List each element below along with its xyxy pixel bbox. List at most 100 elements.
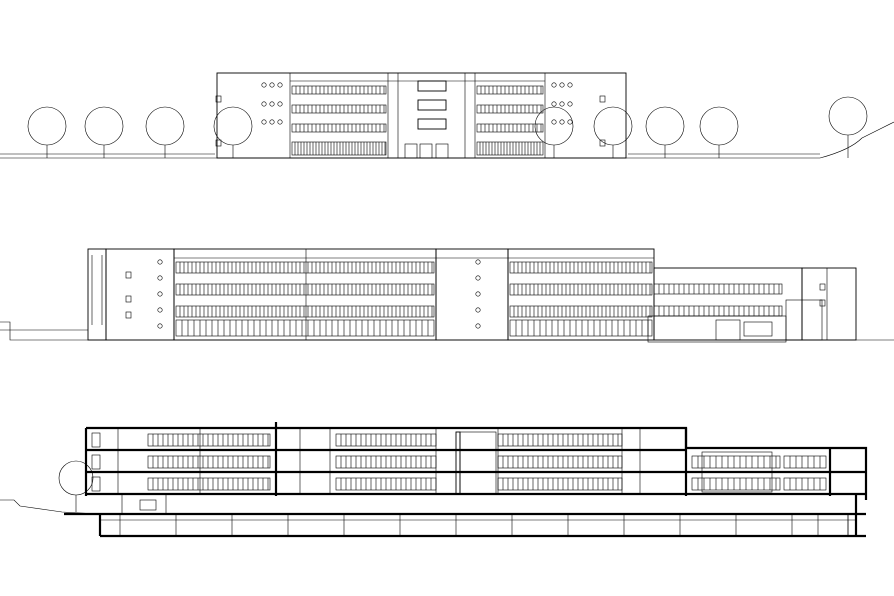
front-elevation [0, 72, 894, 159]
section-bay-band [147, 433, 271, 447]
long-porthole [475, 275, 481, 281]
long-window-band [175, 305, 435, 318]
front-core-window [417, 118, 447, 130]
front-porthole [551, 82, 557, 88]
long-elevation [0, 248, 894, 343]
front-porthole [551, 119, 557, 125]
long-porthole [157, 275, 163, 281]
tree-crown [213, 106, 253, 146]
long-porthole [475, 259, 481, 265]
section-ground-line [0, 499, 101, 515]
long-section [0, 422, 868, 538]
section-low-bay-band [783, 455, 827, 469]
tree-crown [27, 106, 67, 146]
front-side-window [599, 95, 606, 103]
section-low-bay-band [691, 455, 781, 469]
long-window-bands [175, 261, 783, 337]
front-core-window [417, 80, 447, 92]
front-trees [27, 96, 868, 158]
section-tree [58, 460, 94, 496]
section-low-bay-band [691, 477, 781, 491]
long-ground-line [0, 321, 894, 341]
front-entrance-doors [404, 143, 449, 159]
front-building-outline [216, 72, 627, 159]
section-low-wing-room [701, 451, 773, 493]
long-small-window [819, 283, 826, 291]
long-porthole [475, 307, 481, 313]
long-window-band [509, 283, 653, 296]
front-window-band [476, 123, 544, 133]
section-basement-room [817, 513, 849, 537]
front-side-window [215, 95, 222, 103]
front-porthole [567, 82, 573, 88]
long-porthole-windows [125, 259, 826, 329]
section-bay-band [497, 455, 623, 469]
long-wing-left [173, 248, 437, 341]
tree-crown [145, 106, 185, 146]
long-porthole [157, 323, 163, 329]
front-porthole [567, 101, 573, 107]
front-porthole [269, 82, 275, 88]
tree-crown [699, 106, 739, 146]
long-low-wing [653, 267, 803, 341]
section-bay-band [147, 477, 271, 491]
front-porthole [567, 119, 573, 125]
front-porthole [277, 101, 283, 107]
front-porthole [277, 82, 283, 88]
long-small-window [819, 299, 826, 307]
long-porthole [157, 259, 163, 265]
front-window-band [291, 123, 387, 133]
front-porthole [559, 119, 565, 125]
section-bay-band [497, 433, 623, 447]
section-basement-columns [119, 513, 849, 537]
section-core-shaft [455, 431, 461, 495]
long-small-window [125, 311, 132, 319]
section-stair-landing [139, 499, 157, 511]
front-porthole [551, 101, 557, 107]
section-window [91, 432, 101, 448]
long-porthole [157, 291, 163, 297]
long-small-window [125, 271, 132, 279]
section-window [91, 454, 101, 470]
front-porthole [261, 82, 267, 88]
tree-crown [645, 106, 685, 146]
long-core [435, 248, 509, 341]
long-low-window-band [653, 283, 783, 295]
front-ground-line [0, 121, 894, 159]
front-core-window [417, 99, 447, 111]
front-porthole [261, 101, 267, 107]
long-end-pavilion [801, 267, 857, 341]
long-stair-tower [87, 248, 107, 341]
section-low-bay-band [783, 477, 827, 491]
long-porthole [475, 323, 481, 329]
long-low-window-band [653, 305, 783, 317]
long-small-window [125, 295, 132, 303]
long-doorway [715, 319, 741, 341]
front-window-band [476, 104, 544, 114]
long-ground-window-band [509, 319, 653, 337]
section-bay-band [147, 455, 271, 469]
long-window-band [509, 261, 653, 274]
section-stair [121, 493, 167, 515]
front-side-window [215, 139, 222, 147]
long-doorway [743, 321, 773, 337]
long-ground-window-band [175, 319, 435, 337]
section-core-void [459, 431, 497, 495]
front-ground-window-band [291, 141, 387, 156]
section-facade-bays [117, 428, 827, 494]
front-window-band [476, 85, 544, 95]
front-porthole [559, 101, 565, 107]
front-porthole [269, 119, 275, 125]
section-window [91, 476, 101, 492]
front-window-band [291, 85, 387, 95]
front-porthole [261, 119, 267, 125]
long-porthole [157, 307, 163, 313]
section-bay-band [497, 477, 623, 491]
front-porthole [269, 101, 275, 107]
long-porthole [475, 291, 481, 297]
tree-crown [828, 96, 868, 136]
long-glazed-box [785, 299, 823, 341]
front-window-band [291, 104, 387, 114]
